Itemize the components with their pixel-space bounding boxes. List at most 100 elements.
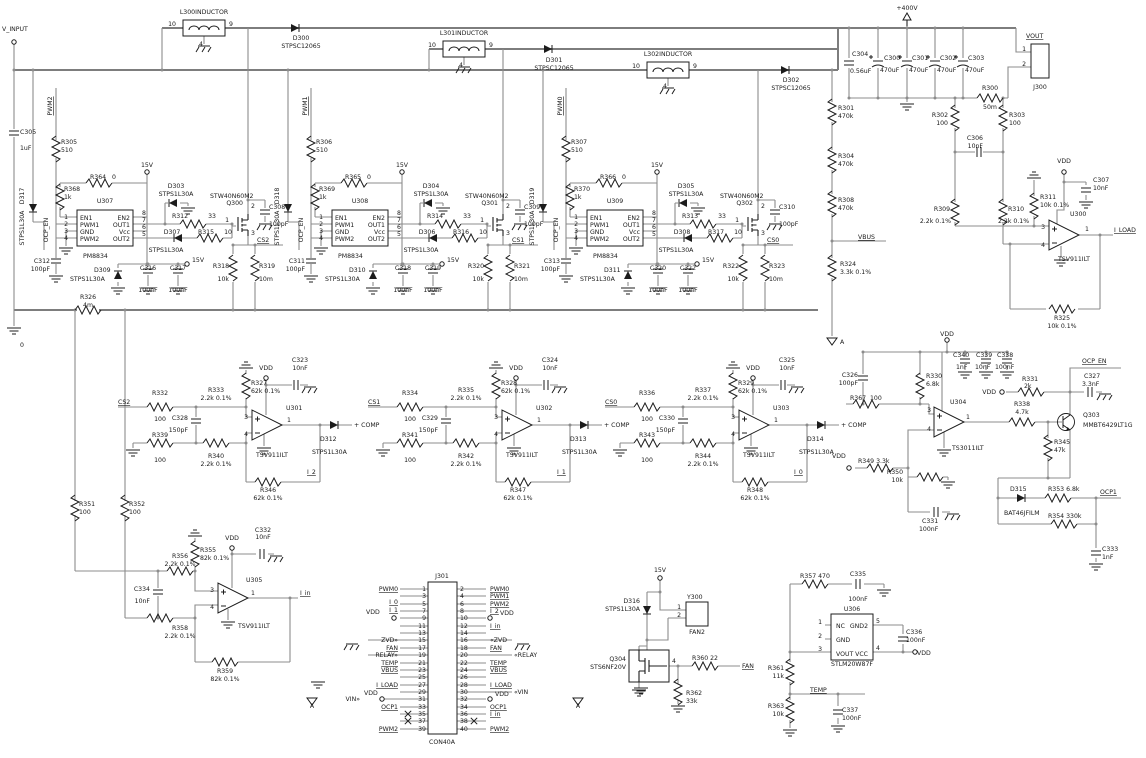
label: C323 <box>292 357 308 364</box>
gnd-symbol <box>314 247 328 255</box>
label: 10nF <box>135 598 151 605</box>
label: 62k 0.1% <box>251 388 280 395</box>
label: 100 <box>936 120 948 127</box>
junction-dot <box>905 96 909 100</box>
label: C318 <box>395 265 411 272</box>
label: I_0 <box>389 599 398 606</box>
label: D314 <box>807 436 824 443</box>
wires <box>13 20 1121 730</box>
label: Vcc <box>374 229 386 236</box>
label: C303 <box>968 55 984 62</box>
dio-symbol <box>683 234 692 242</box>
label: C305 <box>20 129 36 136</box>
label: J301 <box>434 573 449 580</box>
label: GND <box>335 229 349 236</box>
dio-symbol <box>817 421 826 429</box>
label: 5 <box>397 231 401 238</box>
label: D300 <box>293 35 310 42</box>
label: 2 <box>319 221 323 228</box>
label: R352 <box>129 501 145 508</box>
label: 6 <box>397 224 401 231</box>
label: VDD <box>259 365 273 372</box>
label: 10k <box>892 477 904 484</box>
term-symbol <box>184 261 190 267</box>
label: PWM2 <box>590 236 609 243</box>
label: 3 <box>64 228 68 235</box>
label: I_2 <box>307 469 316 476</box>
earth-symbol <box>343 643 360 651</box>
term-symbol <box>513 375 519 381</box>
cap-h-symbol <box>259 549 265 559</box>
label: C332 <box>255 527 271 534</box>
res-v-symbol <box>249 254 261 282</box>
label: CS2 <box>257 237 269 244</box>
res-h-symbol <box>706 232 734 244</box>
cap-v-symbol <box>770 209 780 215</box>
label: R364 <box>90 174 106 181</box>
res-v-symbol <box>997 104 1009 132</box>
junction-dot <box>444 405 448 409</box>
junction-dot <box>836 692 840 696</box>
label: R301 <box>838 105 854 112</box>
label: 100nF <box>393 287 413 294</box>
label: PWM1 <box>490 593 509 600</box>
label: 100 <box>404 416 416 423</box>
term-symbol <box>391 615 397 621</box>
label: C320 <box>650 265 666 272</box>
label: GND <box>836 637 850 644</box>
dio-symbol <box>544 45 553 53</box>
label: STW40N60M2 <box>720 193 764 200</box>
res-h-symbol <box>396 437 424 449</box>
label: 1k <box>319 194 327 201</box>
gnd-symbol <box>49 275 63 283</box>
label: 15V <box>654 567 667 574</box>
term-symbol <box>144 169 150 175</box>
label: VDD <box>225 535 239 542</box>
label: «ZVD <box>490 637 507 644</box>
junction-dot <box>681 441 685 445</box>
junction-dot <box>788 692 792 696</box>
gnd-symbol <box>621 287 635 295</box>
label: 7 <box>652 217 656 224</box>
gnd-symbol <box>691 207 705 215</box>
junction-dot <box>146 262 150 266</box>
label: R318 <box>213 263 229 270</box>
label: 4 <box>210 604 214 611</box>
label: 100nF <box>678 287 698 294</box>
label: 100pF <box>286 266 306 273</box>
label: 82k 0.1% <box>210 676 239 683</box>
res-h-symbol <box>452 437 480 449</box>
res-v-symbol <box>759 254 771 282</box>
term-symbol <box>654 169 660 175</box>
label: VDD <box>500 610 514 617</box>
res-v-symbol <box>69 494 81 522</box>
junction-dot <box>830 239 834 243</box>
label: C335 <box>850 571 866 578</box>
label: R333 <box>208 387 224 394</box>
label: TSV911ILT <box>255 452 288 459</box>
label: PWM1 <box>80 222 99 229</box>
label: I_2 <box>490 608 499 615</box>
label: 100nF <box>906 637 926 644</box>
label: TSV911ILT <box>742 452 775 459</box>
label: C339 <box>976 352 992 359</box>
label: R307 <box>571 139 587 146</box>
dio-symbol <box>580 421 589 429</box>
label: 1 <box>319 214 323 221</box>
label: OUT1 <box>623 222 640 229</box>
label: 35 <box>418 711 426 718</box>
res-v-symbol <box>240 372 252 400</box>
label: 37 <box>418 718 426 725</box>
label: R323 <box>769 263 785 270</box>
term-symbol <box>657 575 663 581</box>
res-h-symbol <box>179 218 207 230</box>
res-h-symbol <box>202 437 230 449</box>
label: C301 <box>912 55 928 62</box>
cap-v-symbol <box>678 418 688 424</box>
label: VDD <box>832 453 846 460</box>
label: U309 <box>607 198 623 205</box>
label: R320 <box>468 263 484 270</box>
junction-dot <box>194 441 198 445</box>
label: R324 <box>840 261 856 268</box>
cap-h-symbol <box>543 380 549 390</box>
